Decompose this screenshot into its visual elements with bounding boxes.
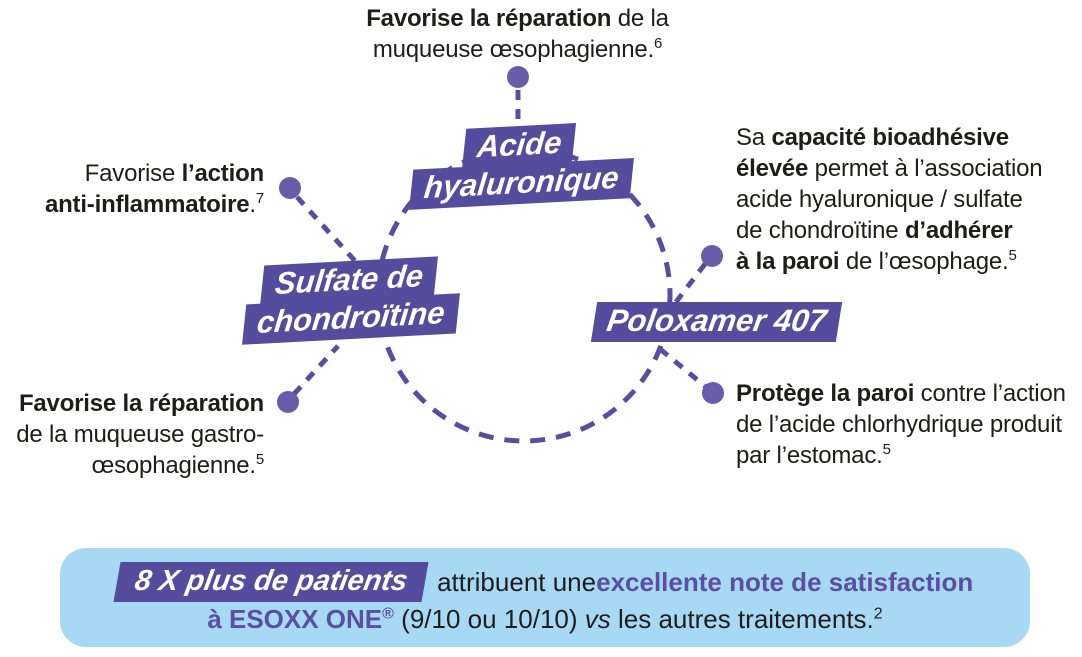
annotation-bioadhesive: Sa capacité bioadhésive élevée permet à …	[736, 122, 1046, 277]
reference-superscript: 7	[255, 190, 264, 207]
annotation-line: muqueuse œsophagienne.6	[340, 34, 695, 65]
annotation-wall-protection: Protège la paroi contre l’action de l’ac…	[736, 378, 1066, 471]
annotation-text: Favorise	[84, 160, 182, 187]
annotation-line: œsophagienne.5	[6, 450, 265, 481]
annotation-text: .	[249, 191, 256, 218]
banner-line-2: à ESOXX ONE® (9/10 ou 10/10) vs les autr…	[207, 604, 882, 635]
label-poloxamer-407: Poloxamer 407	[590, 302, 842, 342]
annotation-text: Sa	[736, 124, 772, 151]
annotation-bold-text: Protège la paroi	[736, 380, 915, 407]
connector-lower-right	[658, 347, 708, 389]
annotation-text: permet à l’association	[808, 155, 1043, 182]
annotation-bold-text: d’adhérer	[904, 217, 1013, 244]
annotation-text: de l’œsophage.	[839, 248, 1009, 275]
banner-line-1: 8 X plus de patients attribuent une exce…	[113, 562, 974, 602]
banner-text: les autres traitements.	[610, 604, 874, 634]
dot-lower-left	[277, 391, 299, 413]
annotation-bold-text: l’action	[181, 160, 265, 187]
annotation-line: Favorise la réparation	[6, 388, 264, 419]
annotation-text: contre l’action	[914, 380, 1066, 407]
connector-upper-right	[674, 262, 707, 304]
annotation-line: Sa capacité bioadhésive	[736, 122, 1046, 153]
annotation-text: acide hyaluronique / sulfate	[736, 186, 1023, 213]
annotation-line: Favorise l’action	[28, 158, 265, 189]
connector-lower-left	[292, 344, 340, 396]
annotation-line: élevée permet à l’association	[736, 153, 1046, 184]
label-acide-hyaluronique: Acide hyaluronique	[408, 120, 634, 210]
badge-8x-patients: 8 X plus de patients	[113, 562, 429, 602]
dot-upper-left	[279, 177, 301, 199]
connector-upper-left	[295, 195, 358, 264]
dot-top	[507, 66, 529, 88]
annotation-line: acide hyaluronique / sulfate	[736, 184, 1046, 215]
reference-superscript: 6	[653, 35, 663, 52]
annotation-line: à la paroi de l’œsophage.5	[736, 246, 1046, 277]
dot-lower-right	[702, 382, 724, 404]
annotation-gastro-repair: Favorise la réparation de la muqueuse ga…	[6, 388, 264, 481]
annotation-bold-text: élevée	[736, 155, 809, 182]
reference-superscript: 5	[1008, 247, 1017, 264]
annotation-bold-text: Favorise la réparation	[366, 5, 612, 32]
banner-text: (9/10 ou 10/10)	[393, 604, 585, 634]
annotation-line: Protège la paroi contre l’action	[736, 378, 1066, 409]
reference-superscript: 2	[873, 605, 883, 623]
annotation-oesophageal-repair: Favorise la réparation de la muqueuse œs…	[340, 3, 695, 65]
annotation-text: de la muqueuse gastro-	[16, 421, 264, 448]
annotation-anti-inflammatory: Favorise l’action anti-inflammatoire.7	[28, 158, 264, 220]
annotation-bold-text: capacité bioadhésive	[771, 124, 1009, 151]
annotation-line: de la muqueuse gastro-	[6, 419, 264, 450]
annotation-text: de la	[611, 5, 669, 32]
annotation-bold-text: anti-inflammatoire	[44, 191, 250, 218]
annotation-text: œsophagienne.	[91, 452, 256, 479]
banner-vs-text: vs	[584, 604, 611, 634]
registered-mark: ®	[382, 605, 394, 623]
annotation-line: de chondroïtine d’adhérer	[736, 215, 1046, 246]
annotation-text: de l’acide chlorhydrique produit	[736, 411, 1062, 438]
reference-superscript: 5	[882, 441, 891, 458]
satisfaction-banner: 8 X plus de patients attribuent une exce…	[60, 548, 1030, 647]
annotation-line: Favorise la réparation de la	[340, 3, 695, 34]
label-sulfate-chondroitine: Sulfate de chondroïtine	[240, 255, 460, 345]
annotation-bold-text: à la paroi	[736, 248, 840, 275]
annotation-line: anti-inflammatoire.7	[28, 189, 264, 220]
brand-name: à ESOXX ONE	[207, 604, 383, 634]
annotation-line: par l’estomac.5	[736, 440, 1066, 471]
annotation-text: de chondroïtine	[736, 217, 905, 244]
annotation-line: de l’acide chlorhydrique produit	[736, 409, 1066, 440]
annotation-text: par l’estomac.	[736, 442, 883, 469]
annotation-text: muqueuse œsophagienne.	[372, 36, 654, 63]
annotation-bold-text: Favorise la réparation	[18, 390, 264, 417]
reference-superscript: 5	[255, 451, 264, 468]
banner-highlight-text: excellente note de satisfaction	[596, 567, 974, 597]
label-tag: Poloxamer 407	[590, 302, 842, 342]
banner-text: attribuent une	[437, 567, 597, 597]
dot-upper-right	[701, 245, 723, 267]
